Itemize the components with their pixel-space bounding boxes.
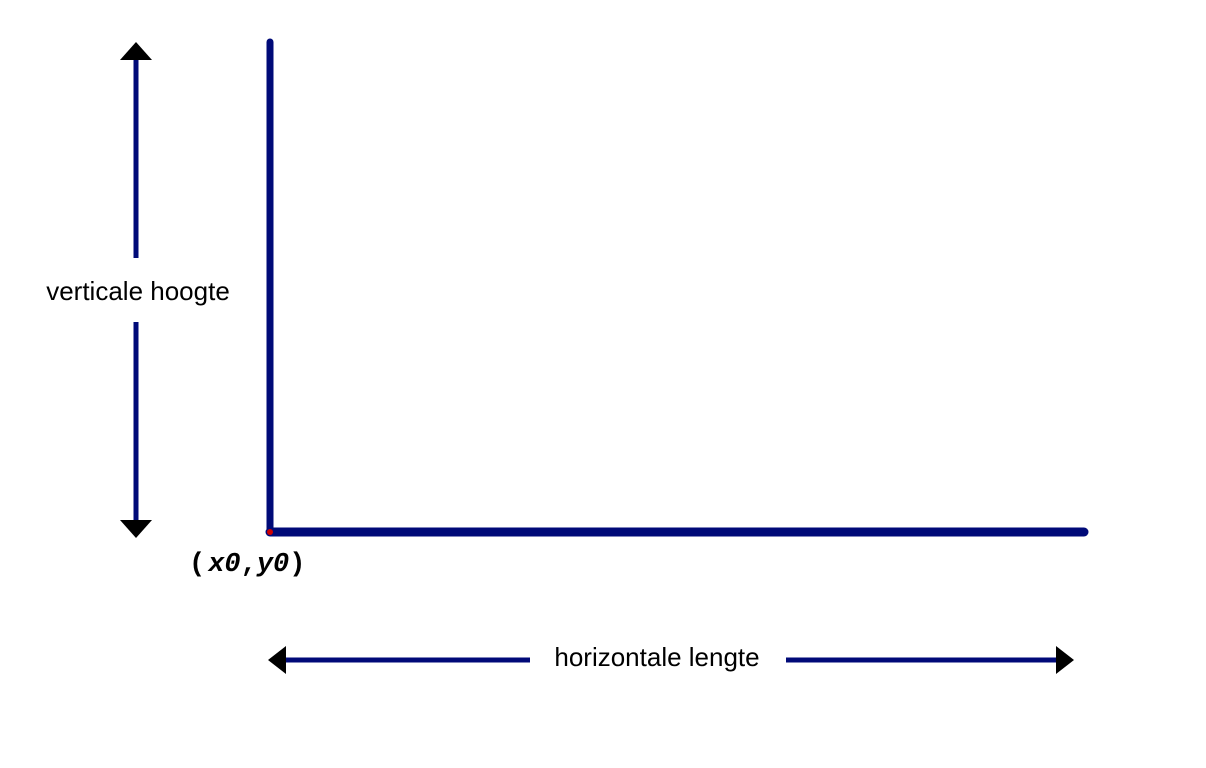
arrow-left-icon [268, 646, 286, 674]
arrow-up-icon [120, 42, 152, 60]
origin-open-paren: ( [189, 550, 205, 580]
origin-point [267, 529, 273, 535]
origin-y-label: y0 [256, 550, 289, 580]
horizontal-length-label: horizontale lengte [554, 642, 759, 672]
origin-comma: , [241, 550, 257, 580]
origin-close-paren: ) [289, 550, 305, 580]
origin-x-label: x0 [207, 550, 240, 580]
arrow-down-icon [120, 520, 152, 538]
vertical-height-label: verticale hoogte [46, 276, 230, 306]
origin-label: (x0,y0) [189, 550, 305, 580]
arrow-right-icon [1056, 646, 1074, 674]
